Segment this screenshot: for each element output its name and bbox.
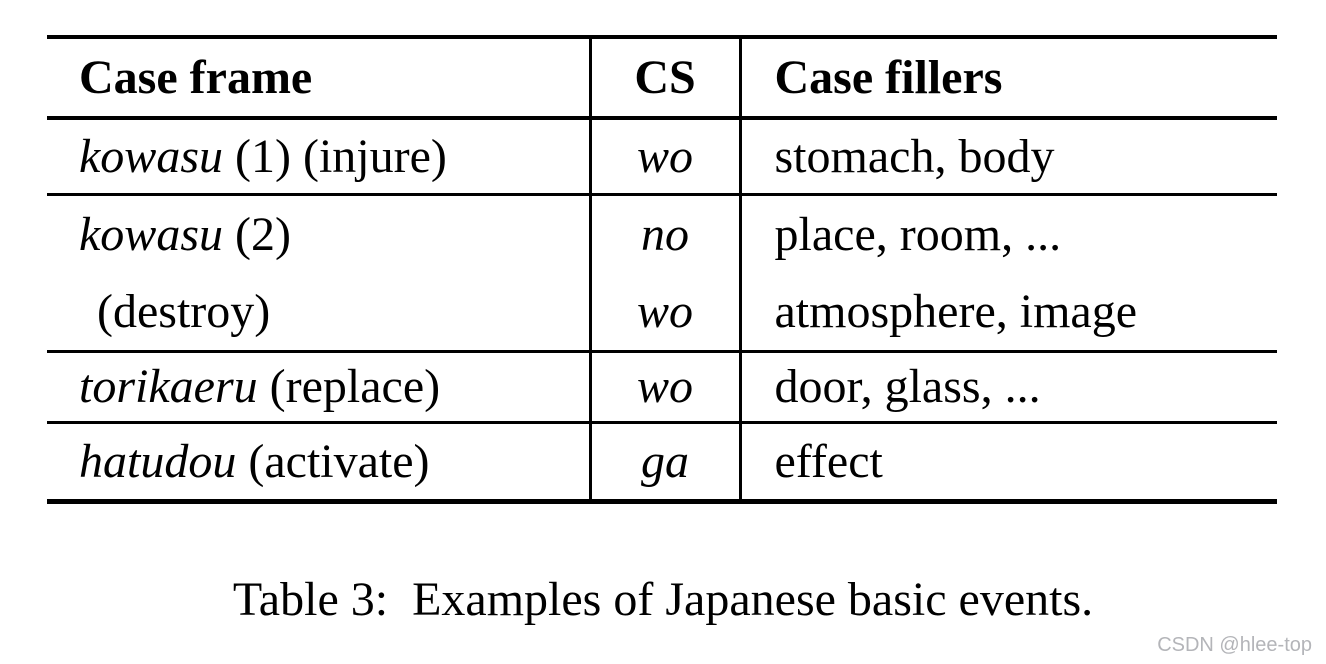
case-frame-cell: kowasu (2) (destroy) (47, 194, 590, 351)
case-fillers-cell: place, room, ... atmosphere, image (740, 194, 1277, 351)
table-row-torikaeru: torikaeru (replace) wo door, glass, ... (47, 351, 1277, 422)
watermark: CSDN @hlee-top (1157, 634, 1312, 656)
case-frame-verb: kowasu (79, 207, 223, 261)
case-filler-line: atmosphere, image (774, 284, 1138, 338)
case-frame-annotation: (activate) (236, 434, 430, 488)
case-frame-annotation: (1) (injure) (223, 129, 447, 183)
header-case-frame: Case frame (79, 51, 313, 104)
case-fillers-cell: door, glass, ... (774, 360, 1041, 413)
case-frame-line1: kowasu (2) (79, 196, 589, 273)
case-filler-line: place, room, ... (774, 207, 1062, 261)
case-frame-line2: (destroy) (97, 284, 271, 338)
case-frame-verb: hatudou (79, 434, 237, 488)
case-frame-cell: kowasu (1) (injure) (47, 118, 590, 194)
case-frame-verb: kowasu (79, 129, 223, 183)
case-fillers-cell: stomach, body (774, 129, 1055, 183)
table-row-kowasu-2: kowasu (2) (destroy) no wo place, room, … (47, 194, 1277, 351)
case-frame-verb: torikaeru (79, 360, 258, 413)
cs-cell: wo (588, 351, 742, 422)
table-row-hatudou: hatudou (activate) ga effect (47, 422, 1277, 501)
cs-value: wo (636, 129, 693, 183)
case-frame-annotation: (2) (223, 207, 291, 261)
cs-value: wo (636, 360, 693, 413)
table-caption: Table 3: Examples of Japanese basic even… (232, 573, 1094, 626)
header-cs: CS (588, 37, 742, 118)
cs-value: wo (636, 284, 693, 338)
case-frame-annotation: (replace) (257, 360, 441, 413)
cs-cell: ga (588, 422, 742, 501)
cs-cell: wo (588, 118, 742, 194)
cs-value: ga (641, 434, 689, 488)
case-frame-table: Case frame CS Case fillers kowasu (1) (i… (47, 35, 1277, 504)
case-frame-cell: hatudou (activate) (47, 422, 590, 501)
cs-value: no (641, 207, 689, 261)
case-fillers-cell: effect (774, 434, 883, 488)
cs-cell: no wo (588, 194, 742, 351)
case-frame-cell: torikaeru (replace) (47, 351, 590, 422)
table-header-row: Case frame CS Case fillers (47, 37, 1277, 118)
table-row-kowasu-1: kowasu (1) (injure) wo stomach, body (47, 118, 1277, 194)
header-case-fillers: Case fillers (774, 51, 1003, 104)
